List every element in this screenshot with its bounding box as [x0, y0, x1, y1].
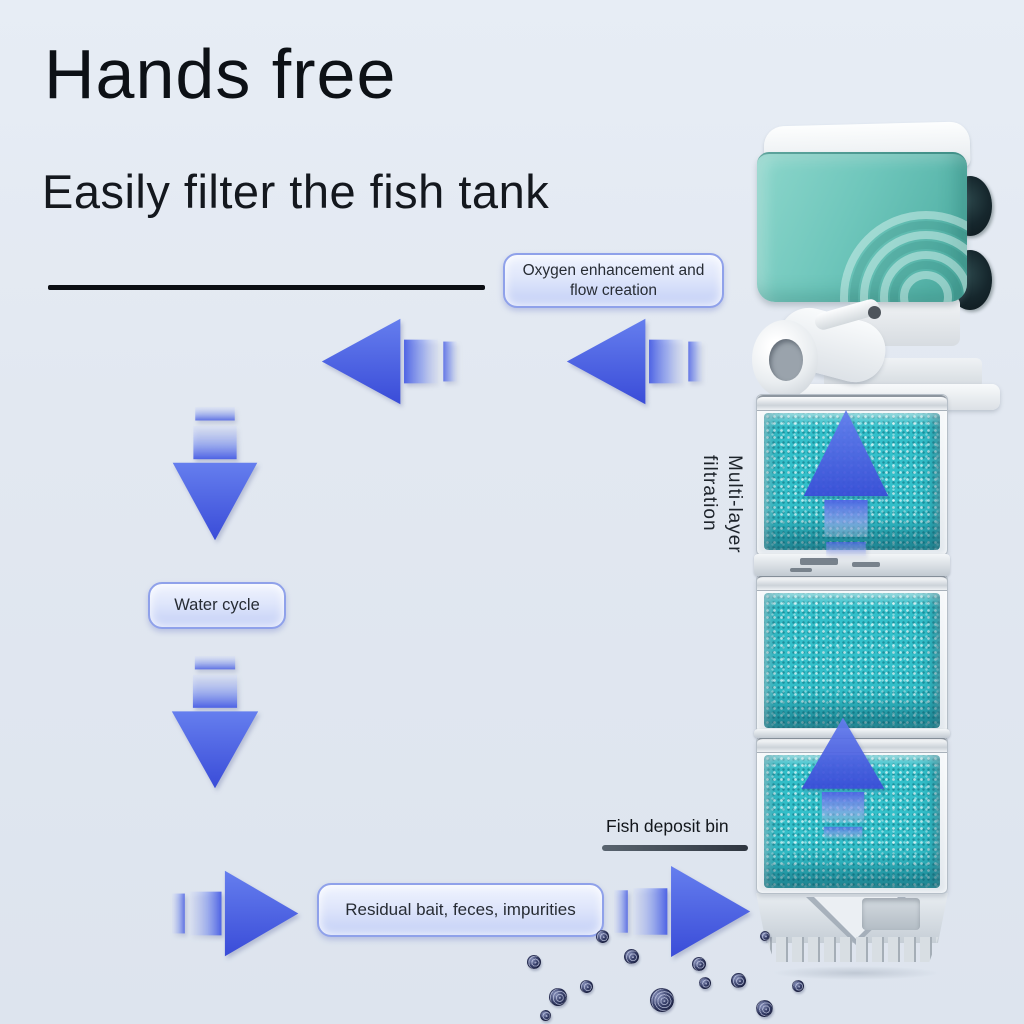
oxygen-enhancement-label: Oxygen enhancement and flow creation — [503, 253, 724, 308]
outlet-pipe-mouth — [752, 320, 818, 398]
flow-arrow-left-icon — [565, 314, 702, 409]
divider-line — [48, 285, 485, 290]
filter-box-rim — [757, 395, 947, 411]
bin-intake — [862, 898, 920, 930]
debris-particle — [756, 1000, 773, 1017]
flow-arrow-up-icon — [799, 408, 893, 558]
filter-sponge — [764, 593, 940, 728]
debris-particle — [580, 980, 593, 993]
box-latch — [852, 562, 880, 567]
flow-arrow-left-icon — [320, 314, 457, 409]
box-latch — [800, 558, 838, 565]
debris-particle — [549, 988, 567, 1006]
debris-particle — [699, 977, 711, 989]
box-latch — [790, 568, 812, 572]
fish-deposit-bin-label: Fish deposit bin — [606, 816, 729, 836]
debris-particle — [731, 973, 746, 988]
debris-particle — [624, 949, 639, 964]
debris-particle — [596, 930, 609, 943]
air-nozzle-tip — [868, 306, 881, 319]
multi-layer-filtration-label: Multi-layer filtration — [699, 455, 745, 554]
debris-particle — [792, 980, 804, 992]
page-title: Hands free — [44, 35, 397, 113]
bin-intake-slots — [765, 937, 939, 962]
flow-arrow-up-icon — [797, 716, 889, 840]
filter-box-rim — [757, 575, 947, 591]
water-cycle-label: Water cycle — [148, 582, 286, 629]
product-reflection — [772, 966, 940, 980]
flow-arrow-right-icon — [172, 866, 300, 961]
flow-arrow-right-icon — [614, 861, 752, 962]
pump-head — [757, 152, 967, 302]
filter-sponge — [764, 755, 940, 888]
page-subtitle: Easily filter the fish tank — [42, 165, 550, 218]
debris-particle — [760, 931, 770, 941]
debris-particle — [527, 955, 541, 969]
flow-arrow-down-icon — [168, 407, 262, 542]
debris-particle — [692, 957, 706, 971]
flow-arrow-down-icon — [167, 656, 263, 790]
residual-bait-label: Residual bait, feces, impurities — [317, 883, 604, 937]
debris-particle — [650, 988, 674, 1012]
filter-box-2 — [756, 574, 948, 734]
fish-deposit-underline — [602, 845, 748, 851]
debris-particle — [540, 1010, 551, 1021]
